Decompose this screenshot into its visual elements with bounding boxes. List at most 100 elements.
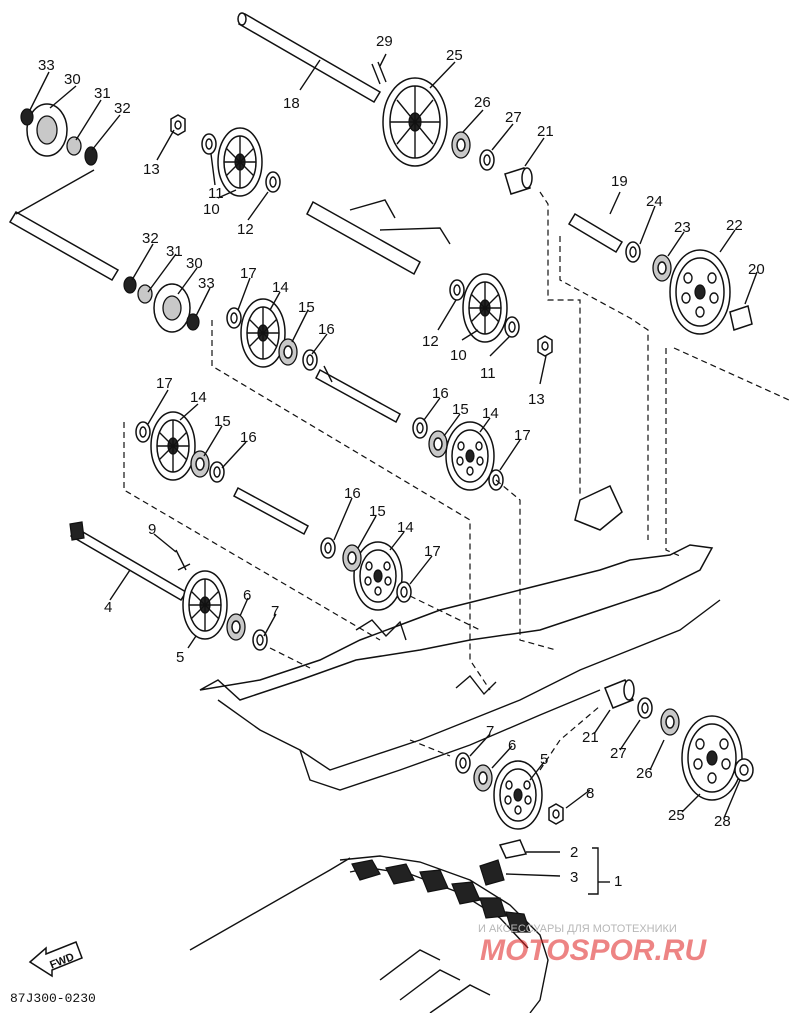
axle-upper-left [8, 210, 120, 282]
bearing-15-upper [278, 338, 298, 366]
label-17: 17 [424, 543, 441, 560]
nut-8 [548, 803, 564, 825]
shaft-bolt-lower [233, 486, 309, 536]
washer-7-lower [455, 752, 471, 774]
washer-12-upper [265, 171, 281, 193]
washer-16-right [412, 417, 428, 439]
washer-11-middle [504, 316, 520, 338]
label-7: 7 [486, 723, 494, 740]
label-2: 2 [570, 844, 578, 861]
label-7: 7 [271, 603, 279, 620]
wheel-25-lower [681, 715, 743, 801]
label-33: 33 [198, 275, 215, 292]
label-10: 10 [203, 201, 220, 218]
collar-21-lower [604, 679, 635, 709]
label-17: 17 [240, 265, 257, 282]
label-5: 5 [540, 751, 548, 768]
label-15: 15 [214, 413, 231, 430]
label-23: 23 [674, 219, 691, 236]
shaft-bolt-center [315, 365, 401, 424]
label-26: 26 [474, 94, 491, 111]
label-17: 17 [156, 375, 173, 392]
label-16: 16 [432, 385, 449, 402]
label-18: 18 [283, 95, 300, 112]
label-31: 31 [166, 243, 183, 260]
label-9: 9 [148, 521, 156, 538]
wheel-10-upper [217, 127, 263, 197]
washer-11-upper [201, 133, 217, 155]
clip-13-middle [537, 335, 553, 357]
washer-17-lower [396, 581, 412, 603]
wheel-14-left [150, 411, 196, 481]
bearing-26-upper [451, 131, 471, 159]
clip-2 [498, 839, 528, 859]
washer-24 [625, 241, 641, 263]
label-16: 16 [344, 485, 361, 502]
label-20: 20 [748, 261, 765, 278]
label-6: 6 [508, 737, 516, 754]
label-14: 14 [482, 405, 499, 422]
part-number-labels: 33 30 31 32 13 11 10 12 18 29 25 26 27 2… [38, 33, 765, 890]
hub-parts-lower [123, 276, 200, 331]
bearing-6-lower [473, 764, 493, 792]
washer-17-upper [226, 307, 242, 329]
wheel-5-lower [493, 760, 543, 830]
label-25: 25 [446, 47, 463, 64]
label-14: 14 [272, 279, 289, 296]
label-1: 1 [614, 873, 622, 890]
washer-16-upper [302, 349, 318, 371]
label-27: 27 [505, 109, 522, 126]
slide-rail-frame [199, 485, 721, 791]
label-27: 27 [610, 745, 627, 762]
label-33: 33 [38, 57, 55, 74]
sleeve-19 [567, 212, 624, 254]
label-21: 21 [582, 729, 599, 746]
wheel-14-right [445, 421, 495, 491]
dashed-guides [15, 169, 789, 895]
diagram-code: 87J300-0230 [10, 991, 96, 1006]
label-10: 10 [450, 347, 467, 364]
collar-27-upper [479, 149, 495, 171]
label-11: 11 [208, 185, 224, 202]
wheel-25-upper [382, 77, 448, 167]
label-32: 32 [142, 230, 159, 247]
wheel-22 [669, 249, 731, 335]
wheel-14-upper [240, 298, 286, 368]
label-16: 16 [240, 429, 257, 446]
wheel-5-left [182, 570, 228, 640]
bearing-15-lower [342, 544, 362, 572]
label-14: 14 [397, 519, 414, 536]
wheel-14-lower [353, 541, 403, 611]
shaft-18 [237, 12, 382, 104]
bearing-6-left [226, 613, 246, 641]
label-15: 15 [369, 503, 386, 520]
bolt-4 [69, 521, 188, 602]
label-16: 16 [318, 321, 335, 338]
pin-9 [175, 549, 191, 571]
collar-21-upper [504, 167, 533, 195]
label-19: 19 [611, 173, 628, 190]
bearing-15-left [190, 450, 210, 478]
label-13: 13 [143, 161, 160, 178]
axle-middle [306, 199, 451, 276]
clip-3 [479, 859, 505, 886]
label-30: 30 [186, 255, 203, 272]
label-32: 32 [114, 100, 131, 117]
watermark-line2: MOTOSPOR.RU [480, 934, 707, 967]
label-15: 15 [452, 401, 469, 418]
fwd-arrow-icon: FWD [28, 941, 83, 978]
watermark: И АКСЕССУАРЫ ДЛЯ МОТОТЕХНИКИ MOTOSPOR.RU [478, 923, 707, 967]
label-15: 15 [298, 299, 315, 316]
label-8: 8 [586, 785, 594, 802]
label-31: 31 [94, 85, 111, 102]
label-24: 24 [646, 193, 663, 210]
label-25: 25 [668, 807, 685, 824]
wheel-10-middle [462, 273, 508, 343]
sprocket-30-upper [26, 103, 68, 157]
label-21: 21 [537, 123, 554, 140]
cap-28 [734, 758, 754, 782]
leader-lines [29, 53, 758, 877]
label-29: 29 [376, 33, 393, 50]
label-12: 12 [237, 221, 254, 238]
